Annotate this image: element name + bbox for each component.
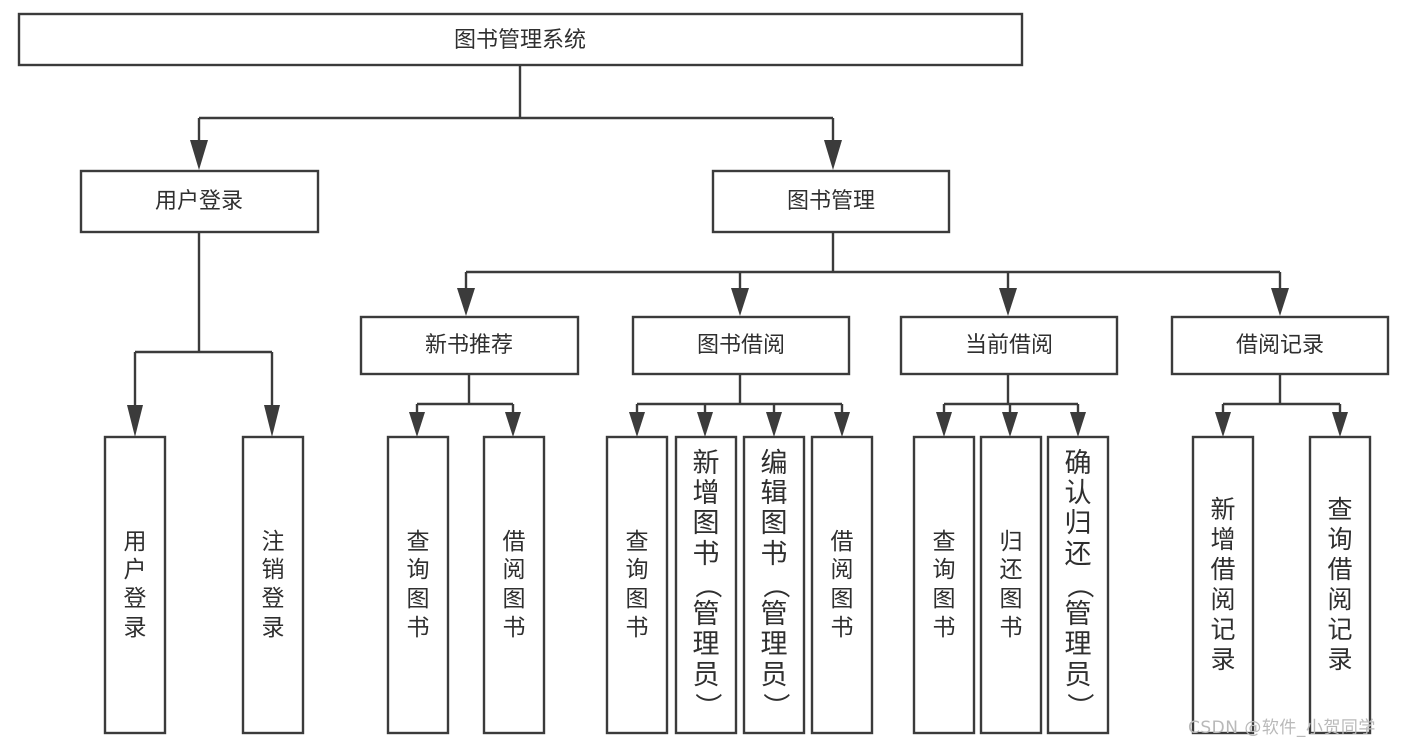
node-layer: 图书管理系统 用户登录 图书管理 新书推荐 图书借阅 当前借阅 借阅记录 bbox=[17, 12, 1390, 735]
leaf-box-newbook-query-book[interactable] bbox=[386, 435, 450, 735]
node-new-book-recommend[interactable] bbox=[359, 315, 580, 376]
arrow-to-bookmgmt bbox=[824, 140, 842, 170]
leaf-box-currentborrow-confirm-return[interactable] bbox=[1046, 435, 1110, 735]
leaf-box-bookborrow-add-book[interactable] bbox=[674, 435, 738, 735]
node-book-borrow[interactable] bbox=[631, 315, 851, 376]
leaf-box-currentborrow-query-book[interactable] bbox=[912, 435, 976, 735]
node-user-login-label: 用户登录 bbox=[155, 189, 243, 214]
arrow-bookborrow-leaf-1 bbox=[629, 412, 645, 437]
arrow-currentborrow-leaf-2 bbox=[1002, 412, 1018, 437]
leaf-box-logout-login[interactable] bbox=[241, 435, 305, 735]
arrow-newbook-leaf-2 bbox=[505, 412, 521, 437]
arrow-bookborrow-leaf-4 bbox=[834, 412, 850, 437]
node-user-login[interactable] bbox=[79, 169, 320, 234]
connector-layer bbox=[127, 65, 1348, 437]
leaf-box-bookborrow-edit-book[interactable] bbox=[742, 435, 806, 735]
node-current-borrow[interactable] bbox=[899, 315, 1119, 376]
node-root-system-label: 图书管理系统 bbox=[454, 28, 586, 53]
node-borrow-record[interactable] bbox=[1170, 315, 1390, 376]
arrow-to-currentborrow bbox=[999, 288, 1017, 316]
leaf-box-borrowrecord-query-record[interactable] bbox=[1308, 435, 1372, 735]
arrow-userlogin-leaf-2 bbox=[264, 405, 280, 437]
arrow-borrowrecord-leaf-2 bbox=[1332, 412, 1348, 437]
node-new-book-recommend-label: 新书推荐 bbox=[425, 333, 513, 358]
leaf-box-borrowrecord-add-record[interactable] bbox=[1191, 435, 1255, 735]
arrow-newbook-leaf-1 bbox=[409, 412, 425, 437]
arrow-currentborrow-leaf-3 bbox=[1070, 412, 1086, 437]
arrow-to-newbook bbox=[457, 288, 475, 316]
leaf-box-newbook-borrow-book[interactable] bbox=[482, 435, 546, 735]
node-root-system[interactable] bbox=[17, 12, 1024, 67]
leaf-box-user-login[interactable] bbox=[103, 435, 167, 735]
node-book-management-label: 图书管理 bbox=[787, 189, 875, 214]
leaf-box-currentborrow-return-book[interactable] bbox=[979, 435, 1043, 735]
node-borrow-record-label: 借阅记录 bbox=[1236, 333, 1324, 358]
arrow-to-userlogin bbox=[190, 140, 208, 170]
arrow-bookborrow-leaf-3 bbox=[766, 412, 782, 437]
node-current-borrow-label: 当前借阅 bbox=[965, 333, 1053, 358]
arrow-to-bookborrow bbox=[731, 288, 749, 316]
arrow-borrowrecord-leaf-1 bbox=[1215, 412, 1231, 437]
arrow-to-borrowrecord bbox=[1271, 288, 1289, 316]
node-book-management[interactable] bbox=[711, 169, 951, 234]
arrow-userlogin-leaf-1 bbox=[127, 405, 143, 437]
node-book-borrow-label: 图书借阅 bbox=[697, 333, 785, 358]
leaf-box-bookborrow-borrow-book[interactable] bbox=[810, 435, 874, 735]
arrow-currentborrow-leaf-1 bbox=[936, 412, 952, 437]
leaf-box-bookborrow-query-book[interactable] bbox=[605, 435, 669, 735]
arrow-bookborrow-leaf-2 bbox=[697, 412, 713, 437]
